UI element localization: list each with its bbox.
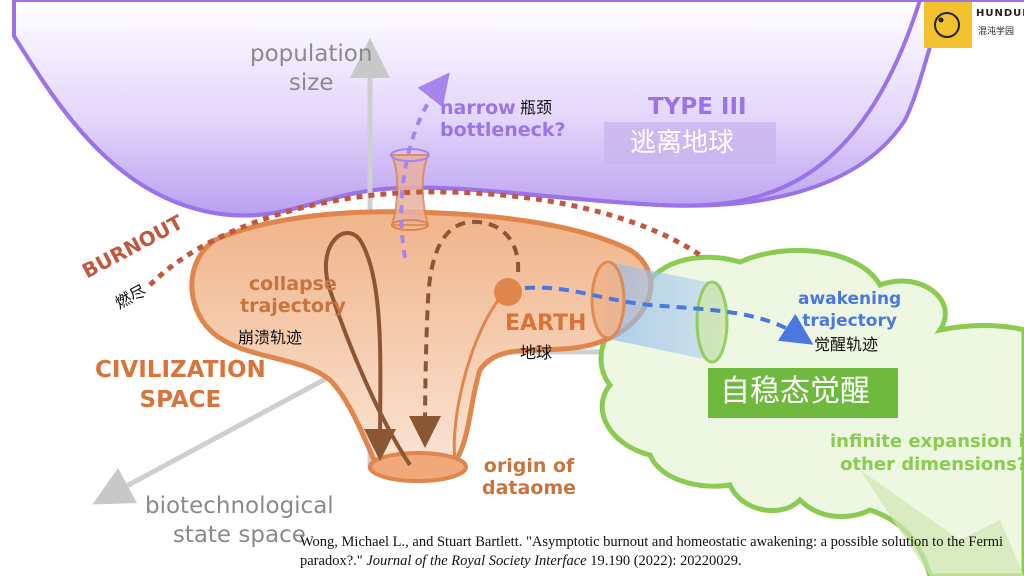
earth-zh-label: 地球 (520, 343, 553, 362)
homeostatic-zh-label: 自稳态觉醒 (720, 374, 870, 409)
citation-journal: Journal of the Royal Society Interface (366, 553, 587, 569)
logo-box (924, 2, 972, 48)
awakening-tube-end (695, 280, 729, 364)
awakening-tube-start (590, 260, 626, 340)
type-iii-label: TYPE III (648, 94, 747, 120)
bottleneck-bottom-ring (391, 219, 429, 231)
logo-subtitle: 混沌学园 (978, 27, 1015, 37)
type-iii-edge (12, 0, 922, 218)
type-iii-zh-label: 逃离地球 (630, 128, 735, 158)
awakening-zh-label: 觉醒轨迹 (814, 335, 879, 354)
burnout-arc (148, 189, 702, 287)
awakening-tube (604, 262, 722, 362)
homeostatic-zh-box (708, 368, 898, 418)
collapse-zh-label: 崩溃轨迹 (238, 328, 303, 347)
collapse-trajectory-line (323, 231, 412, 467)
dashed-return-line (409, 219, 521, 448)
bottleneck-arrow (399, 72, 450, 259)
earth-label: EARTH (505, 311, 587, 336)
citation-authors-title: Wong, Michael L., and Stuart Bartlett. "… (300, 534, 1004, 569)
bottleneck-zh-label: 瓶颈 (520, 98, 553, 117)
citation: Wong, Michael L., and Stuart Bartlett. "… (300, 533, 1020, 571)
earth-line (452, 290, 507, 461)
logo-icon (934, 12, 960, 38)
expansion-arrow (860, 470, 1024, 576)
earth-dot (494, 278, 522, 306)
type-iii-zh-box (604, 122, 776, 164)
dataome-origin-ring (368, 451, 468, 483)
awakening-trajectory-line (524, 285, 814, 345)
citation-details: 19.190 (2022): 20220029. (586, 553, 742, 569)
logo-brand: HUNDUN (976, 8, 1024, 19)
civilization-space (189, 209, 654, 465)
